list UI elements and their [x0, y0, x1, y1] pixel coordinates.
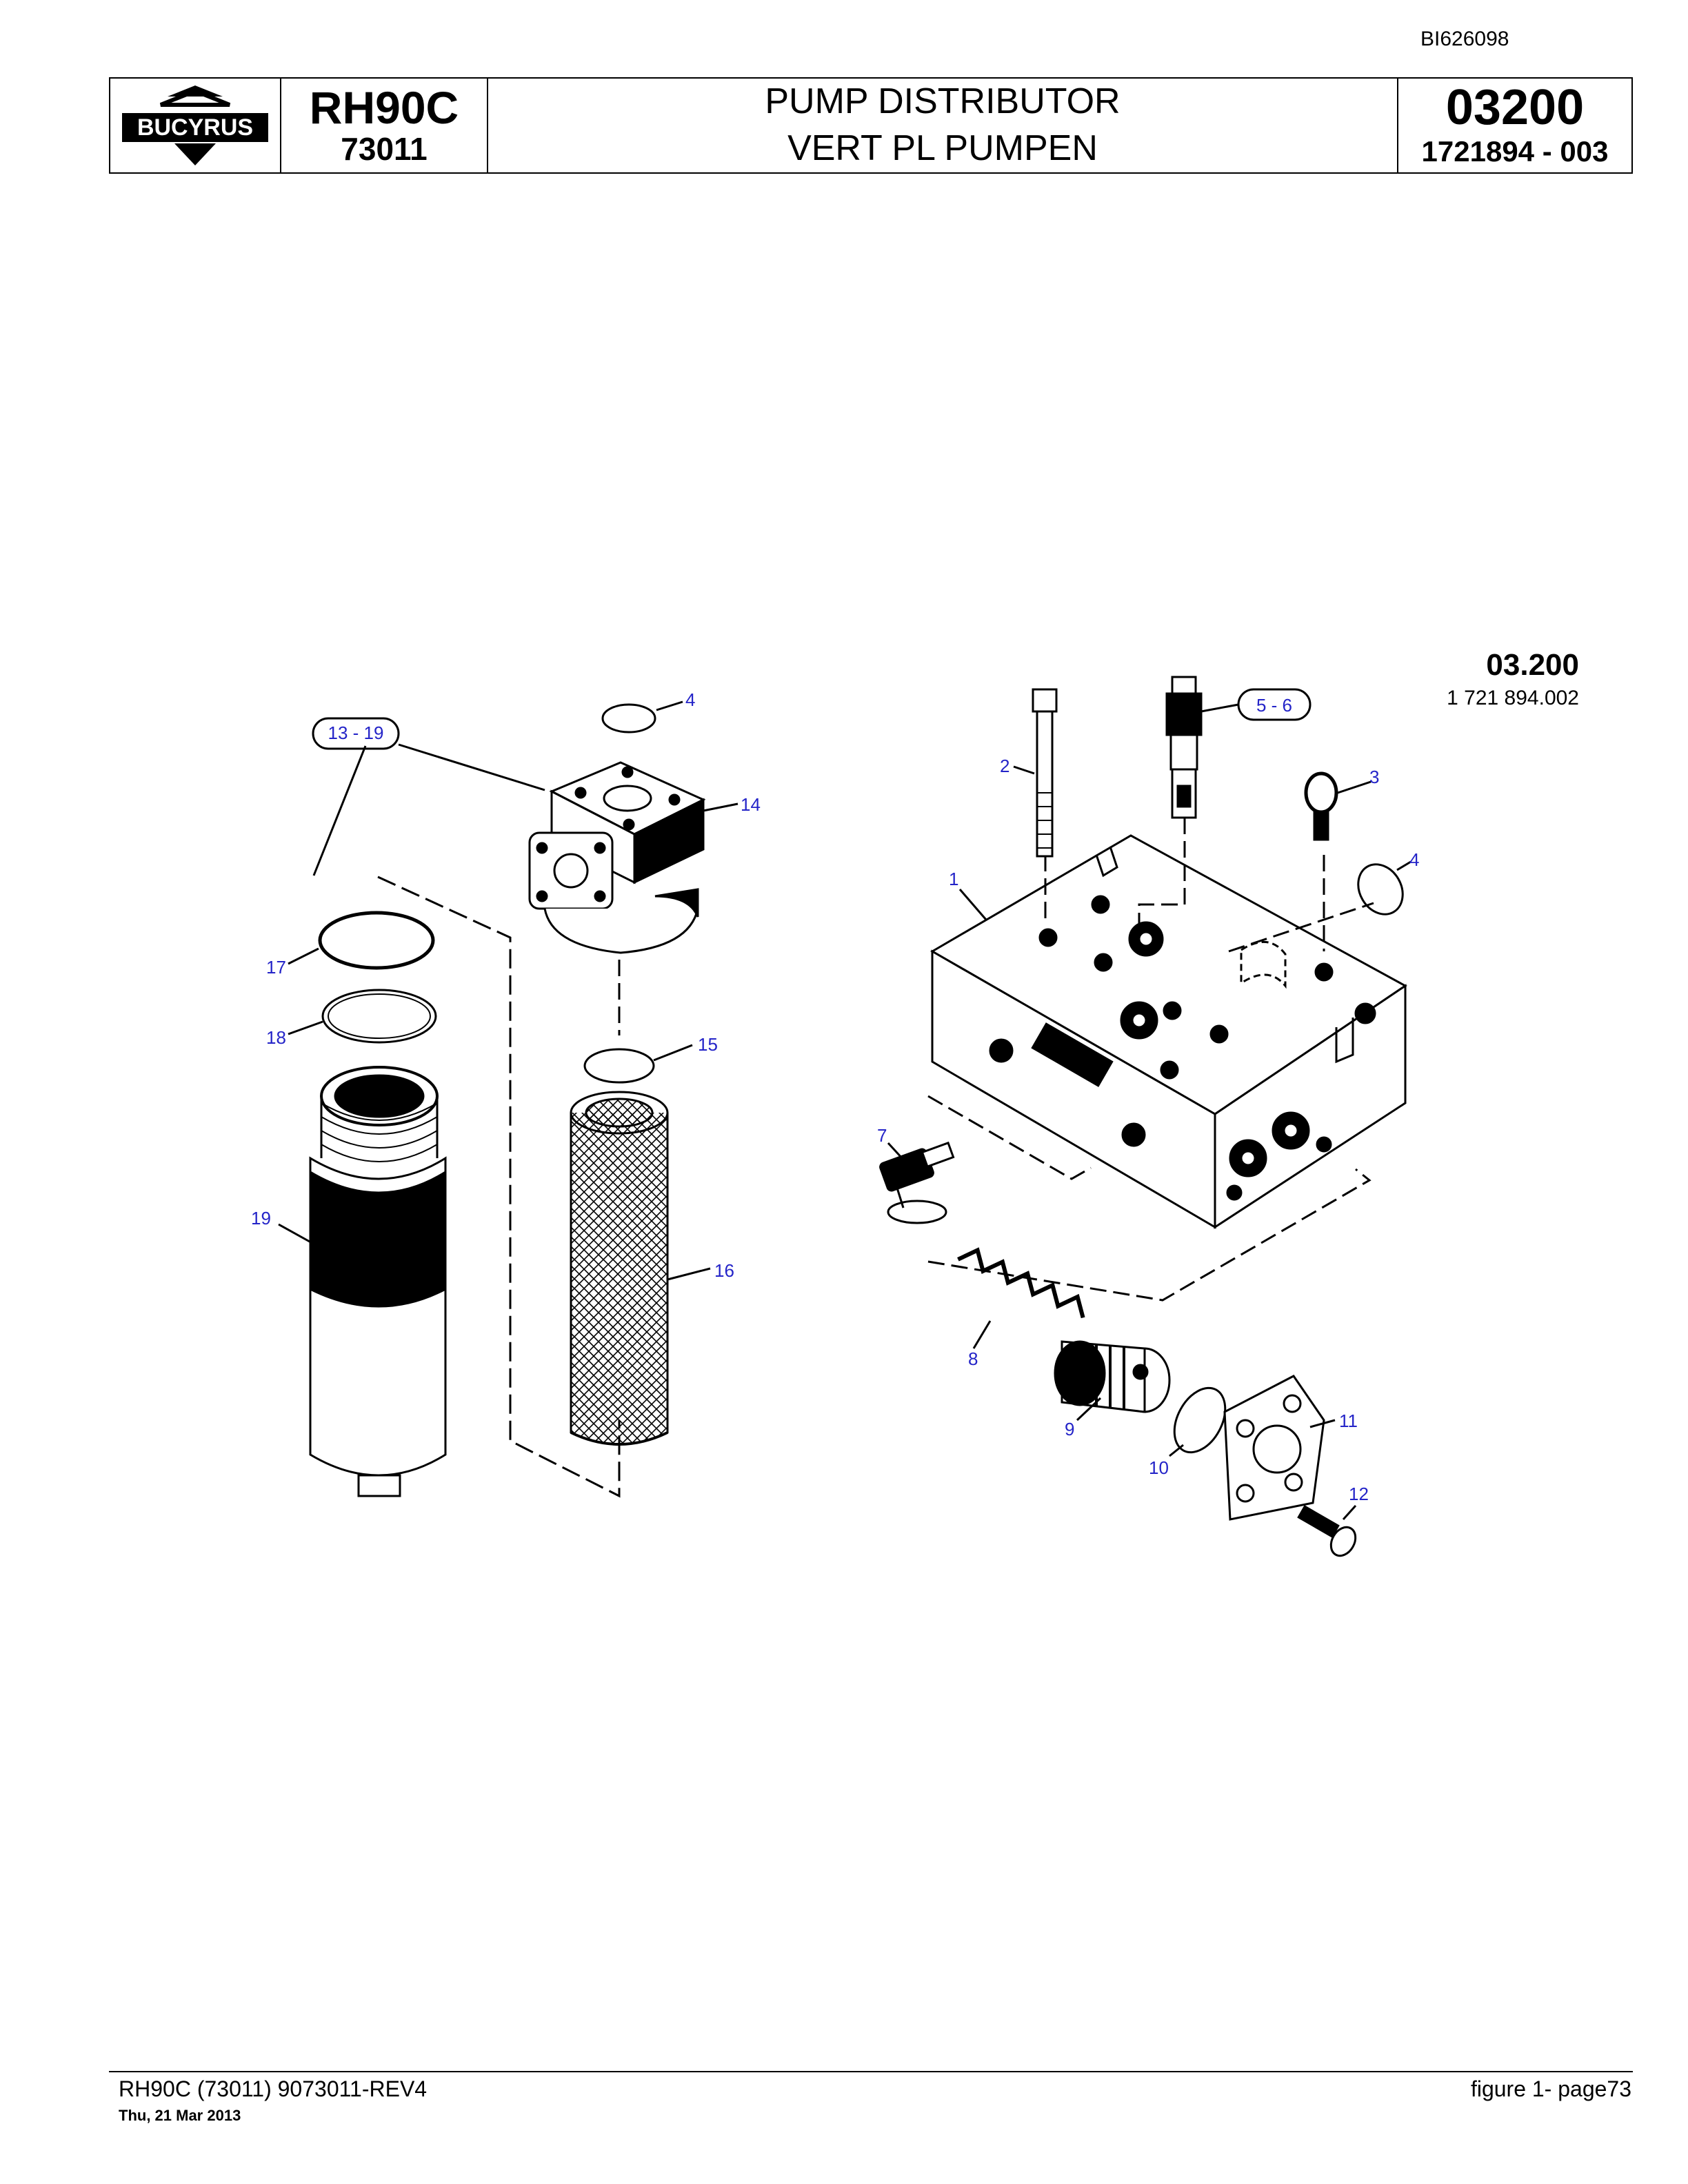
part-16-filter-element: [570, 1091, 669, 1446]
title-german: VERT PL PUMPEN: [787, 128, 1098, 168]
callout-15: 15: [698, 1034, 718, 1055]
callout-12: 12: [1349, 1484, 1369, 1504]
callout-14: 14: [741, 794, 761, 815]
part-12-cap-screw: [1297, 1505, 1357, 1557]
callout-3: 3: [1369, 767, 1379, 787]
part-3-eye-bolt: [1304, 771, 1338, 841]
callout-2: 2: [1000, 756, 1009, 776]
callout-8: 8: [968, 1348, 978, 1369]
callout-4-right: 4: [1409, 849, 1419, 870]
part-8-spring: [957, 1247, 1085, 1319]
callout-10: 10: [1149, 1457, 1169, 1478]
footer-rule: [109, 2071, 1633, 2072]
part-17-oring: [318, 911, 435, 970]
part-14-filter-head: [528, 761, 706, 954]
callout-18: 18: [266, 1027, 286, 1048]
callout-13-19: 13 - 19: [328, 722, 384, 743]
diagram-code-sub: 1 721 894.002: [1447, 687, 1579, 709]
logo-text: BUCYRUS: [137, 114, 253, 141]
footer-date: Thu, 21 Mar 2013: [119, 2107, 241, 2124]
brand-logo: BUCYRUS: [110, 79, 281, 172]
model-name: RH90C: [309, 82, 459, 134]
footer-document-ref: RH90C (73011) 9073011-REV4: [119, 2076, 428, 2101]
section-number: 03200: [1445, 80, 1585, 135]
part-19-filter-bowl: [309, 1066, 447, 1497]
footer-page-ref: figure 1- page73: [1470, 2076, 1631, 2101]
part-15-oring: [583, 1048, 655, 1084]
callout-16: 16: [714, 1260, 734, 1281]
callout-19: 19: [251, 1208, 271, 1228]
title-english: PUMP DISTRIBUTOR: [765, 81, 1121, 122]
part-number: 1721894 - 003: [1421, 134, 1609, 168]
title-cell: PUMP DISTRIBUTOR VERT PL PUMPEN: [488, 79, 1398, 172]
callout-9: 9: [1065, 1419, 1074, 1439]
callout-5-6: 5 - 6: [1256, 695, 1292, 716]
part-7-test-fitting: [879, 1141, 955, 1224]
callout-7: 7: [877, 1125, 887, 1146]
callout-4-top: 4: [685, 689, 695, 710]
part-9-piston: [1054, 1340, 1171, 1413]
model-number: 73011: [341, 131, 428, 168]
part-4-oring-top: [601, 703, 656, 734]
document-id: BI626098: [1420, 28, 1509, 50]
title-block: BUCYRUS RH90C 73011 PUMP DISTRIBUTOR VER…: [109, 77, 1633, 174]
part-2-bolt: [1032, 688, 1058, 858]
part-5-6-valve-cartridge: [1165, 676, 1203, 819]
part-11-flange-plate: [1223, 1375, 1325, 1521]
part-18-backup-ring: [321, 989, 437, 1044]
number-cell: 03200 1721894 - 003: [1398, 79, 1631, 172]
callout-1: 1: [949, 869, 958, 889]
callout-17: 17: [266, 957, 286, 978]
callout-11: 11: [1339, 1410, 1358, 1431]
part-4-oring-right: [1357, 863, 1404, 916]
model-cell: RH90C 73011: [281, 79, 488, 172]
part-1-distributor-block: [930, 834, 1407, 1229]
diagram-code-main: 03.200: [1486, 648, 1579, 682]
bucyrus-logo-icon: BUCYRUS: [122, 85, 268, 165]
part-10-oring: [1173, 1386, 1227, 1454]
